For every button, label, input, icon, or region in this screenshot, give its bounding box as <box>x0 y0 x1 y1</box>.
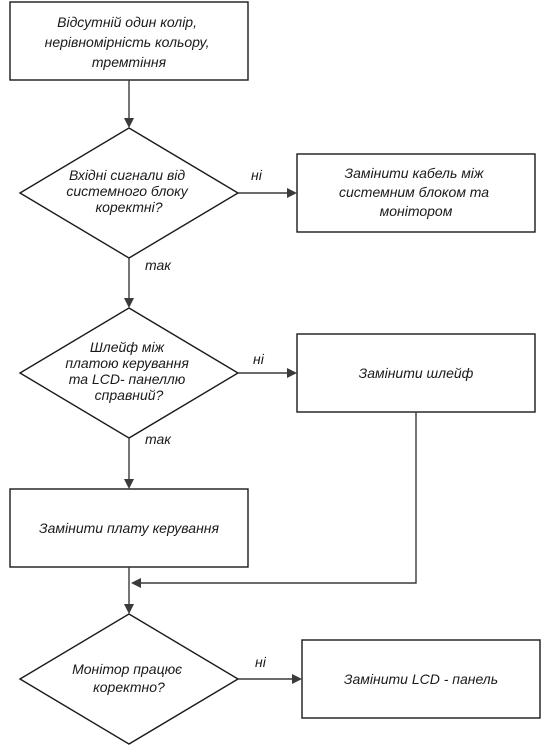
edge-label-no-monitor: ні <box>255 654 267 670</box>
edge-label-yes-signals: так <box>145 257 172 273</box>
signals-question-text: Вхідні сигнали від системного блоку коре… <box>66 167 191 215</box>
replace-board-box <box>9 488 249 568</box>
monitor-decision <box>18 613 240 745</box>
start-text: Відсутній один колір, нерівномірність ко… <box>45 14 214 70</box>
replace-lcd-box <box>301 639 541 719</box>
start-box <box>9 1 249 81</box>
replace-board-text: Замінити плату керування <box>39 520 219 536</box>
edge-label-no-signals: ні <box>251 167 263 183</box>
replace-lcd-text: Замінити LCD - панель <box>344 671 498 687</box>
replace-cable-box <box>296 153 536 233</box>
monitor-question-text: Монітор працює коректно? <box>72 661 186 695</box>
replace-ribbon-box <box>296 333 536 413</box>
replace-ribbon-text: Замінити шлейф <box>359 365 474 381</box>
edge-label-no-ribbon: ні <box>253 351 265 367</box>
edge-label-yes-ribbon: так <box>145 431 172 447</box>
connectors <box>124 80 417 684</box>
ribbon-question-text: Шлейф між платою керування та LCD- панел… <box>65 339 192 403</box>
replace-cable-text: Замінити кабель між системним блоком та … <box>339 165 493 219</box>
